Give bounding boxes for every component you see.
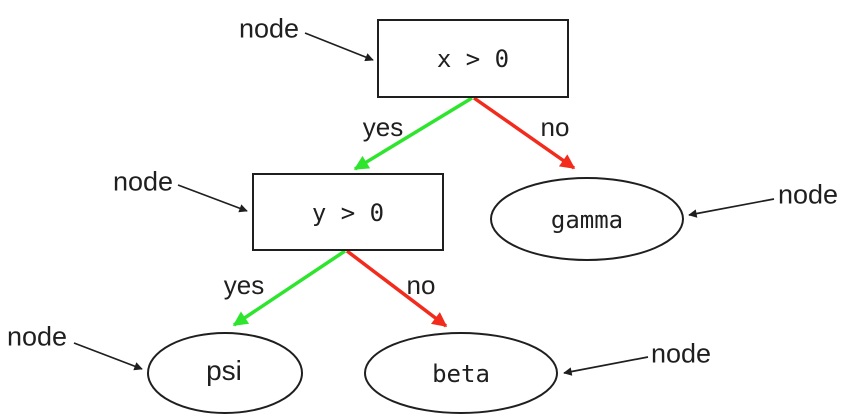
no-edge-label-1: no (540, 112, 570, 142)
beta-leaf-label: beta (432, 360, 490, 388)
annotation-label-gamma: node (777, 179, 839, 210)
annotation-label-root: node (238, 13, 300, 44)
second-decision-label: y > 0 (311, 199, 385, 227)
psi-leaf-label: psi (206, 355, 242, 386)
annotation-label-psi: node (6, 321, 68, 352)
second-decision-box (252, 173, 444, 251)
root-decision-label: x > 0 (436, 45, 510, 73)
yes-edge-label-1: yes (362, 112, 404, 142)
no-edge-second-to-beta (345, 249, 448, 328)
annotation-arrow-beta (563, 356, 649, 376)
annotation-arrow-psi (73, 342, 143, 371)
annotation-arrow-root (304, 32, 374, 62)
gamma-leaf-label: gamma (550, 206, 624, 234)
annotation-arrow-gamma (688, 198, 775, 218)
no-edge-label-2: no (406, 270, 436, 300)
no-edge-root-to-gamma (472, 96, 576, 170)
yes-edge-root-to-second (353, 96, 473, 171)
yes-edge-label-2: yes (223, 270, 265, 300)
beta-leaf-ellipse (364, 332, 558, 414)
gamma-leaf-ellipse (490, 177, 684, 261)
root-decision-box (377, 19, 569, 98)
annotation-label-second: node (112, 166, 174, 197)
annotation-arrow-second (177, 184, 248, 213)
annotation-label-beta: node (650, 338, 712, 369)
yes-edge-second-to-psi (232, 249, 346, 327)
psi-leaf-ellipse (147, 332, 303, 414)
